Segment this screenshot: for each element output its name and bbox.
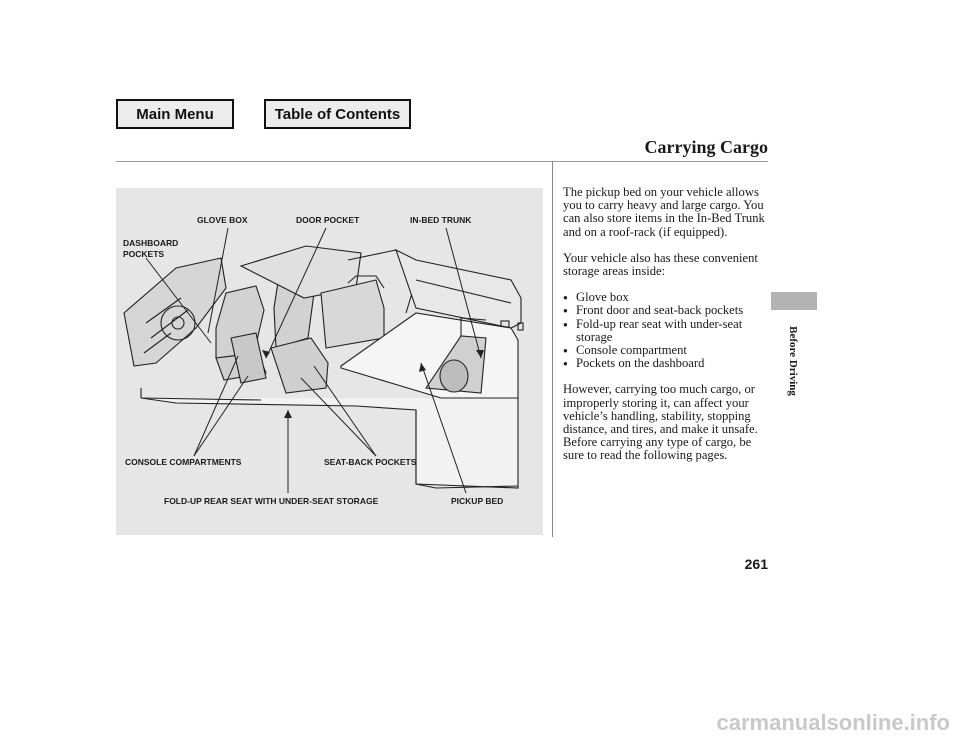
callout-in-bed-trunk: IN-BED TRUNK bbox=[410, 215, 472, 225]
callout-dashboard-pockets-line2: POCKETS bbox=[123, 249, 164, 259]
page-title: Carrying Cargo bbox=[644, 137, 768, 157]
list-item: Pockets on the dashboard bbox=[563, 357, 767, 371]
cargo-areas-illustration: GLOVE BOX DOOR POCKET IN-BED TRUNK DASHB… bbox=[123, 215, 524, 506]
callout-console-compartments: CONSOLE COMPARTMENTS bbox=[125, 457, 242, 467]
leader-arrowheads bbox=[262, 350, 484, 418]
body-text: The pickup bed on your vehicle allows yo… bbox=[563, 185, 767, 476]
header-divider bbox=[116, 161, 768, 162]
column-divider bbox=[552, 161, 553, 537]
callout-seat-back-pockets: SEAT-BACK POCKETS bbox=[324, 457, 417, 467]
table-of-contents-button[interactable]: Table of Contents bbox=[264, 99, 411, 129]
intro-paragraph: The pickup bed on your vehicle allows yo… bbox=[563, 185, 765, 239]
main-menu-button[interactable]: Main Menu bbox=[116, 99, 234, 129]
list-item: Console compartment bbox=[563, 343, 767, 357]
watermark: carmanualsonline.info bbox=[716, 710, 951, 735]
list-item: Glove box bbox=[563, 291, 767, 305]
list-item: Fold-up rear seat with under-seat storag… bbox=[563, 317, 767, 344]
callout-dashboard-pockets-line1: DASHBOARD bbox=[123, 238, 178, 248]
section-label: Before Driving bbox=[787, 326, 800, 396]
storage-list: Glove box Front door and seat-back pocke… bbox=[563, 291, 767, 371]
vehicle-drawing bbox=[123, 245, 524, 489]
callout-fold-up-rear-seat: FOLD-UP REAR SEAT WITH UNDER-SEAT STORAG… bbox=[164, 496, 379, 506]
callout-pickup-bed: PICKUP BED bbox=[451, 496, 503, 506]
callout-door-pocket: DOOR POCKET bbox=[296, 215, 360, 225]
page-number: 261 bbox=[744, 556, 768, 572]
callout-glove-box: GLOVE BOX bbox=[197, 215, 248, 225]
figure-callouts: GLOVE BOX DOOR POCKET IN-BED TRUNK DASHB… bbox=[123, 215, 503, 506]
list-item: Front door and seat-back pockets bbox=[563, 304, 767, 318]
leader-lines bbox=[145, 227, 482, 494]
section-tab bbox=[771, 292, 817, 310]
warning-paragraph: However, carrying too much cargo, or imp… bbox=[563, 382, 758, 463]
storage-intro-paragraph: Your vehicle also has these convenient s… bbox=[563, 250, 758, 279]
